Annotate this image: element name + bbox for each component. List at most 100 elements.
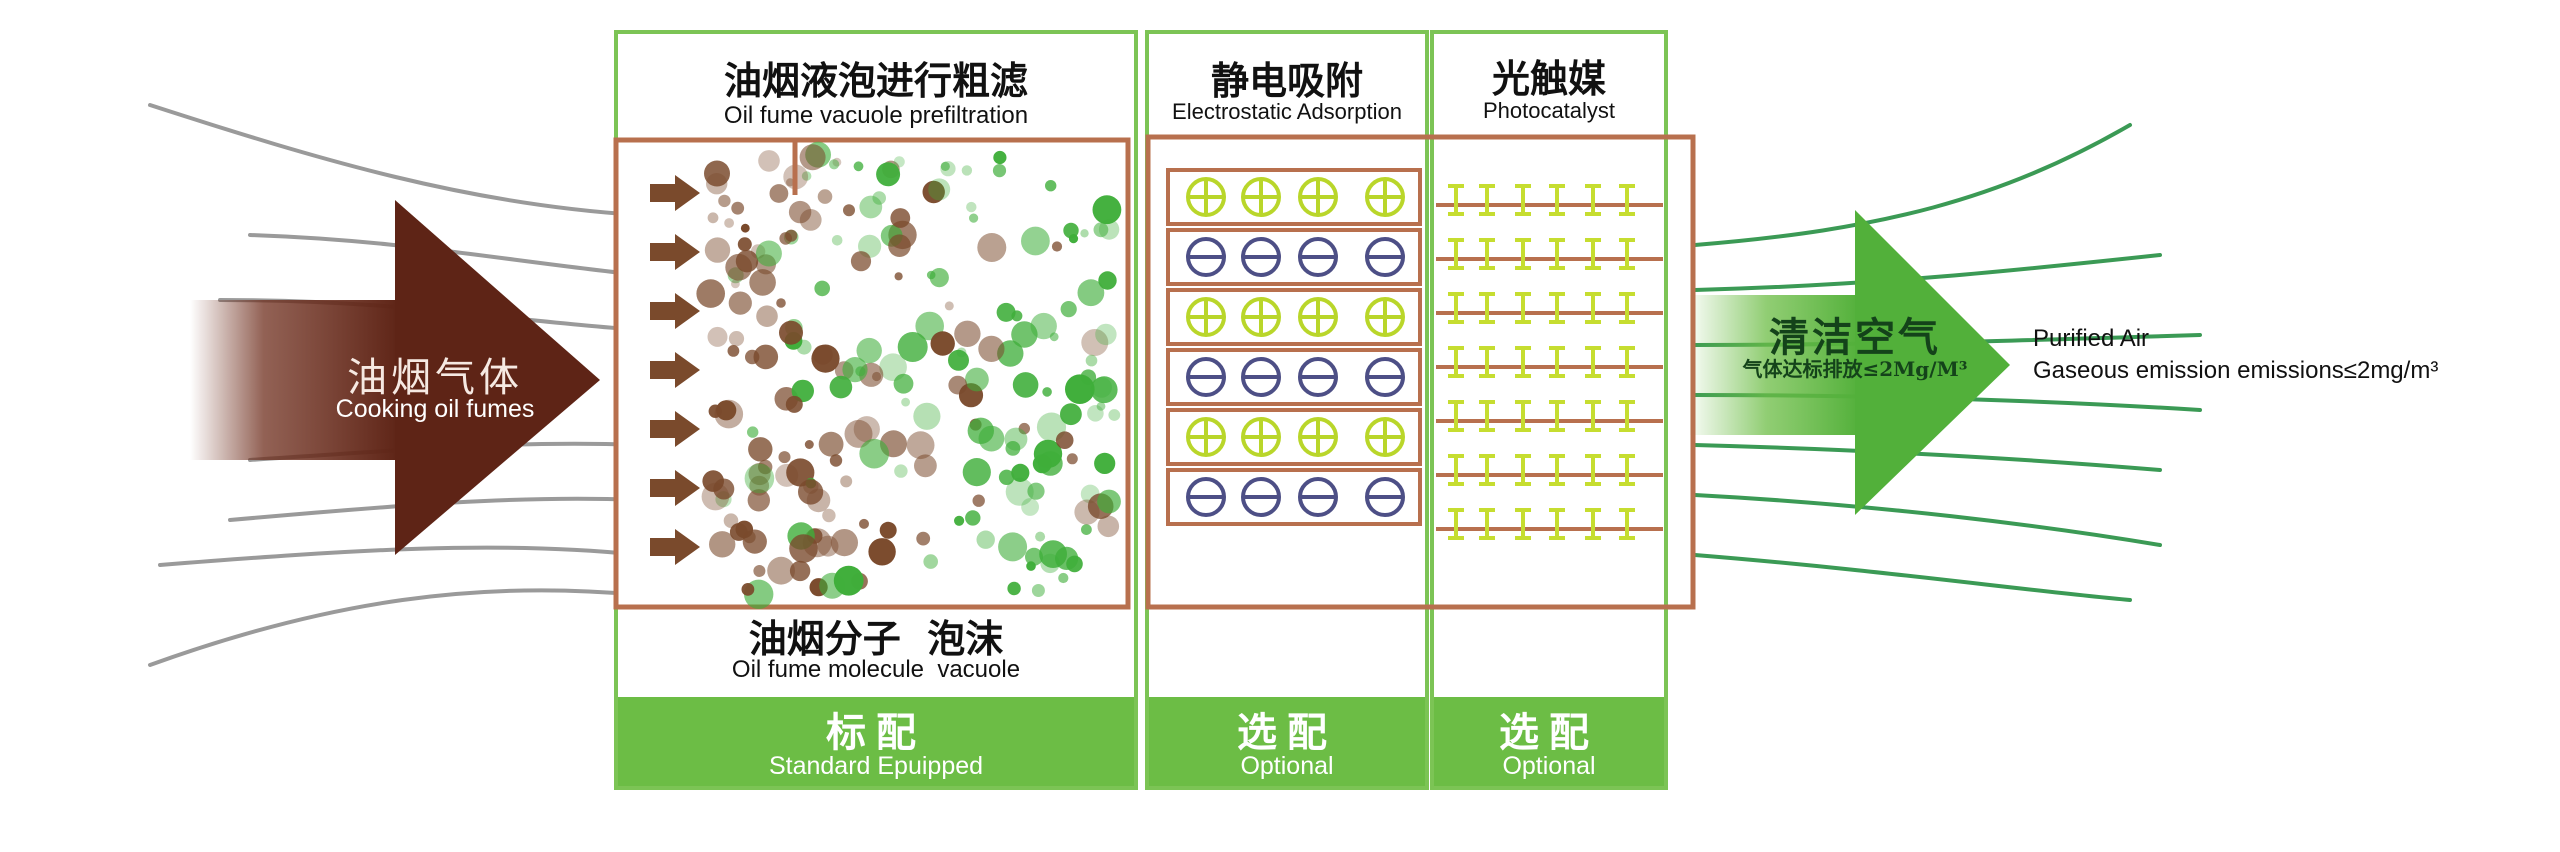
positive-charge-icon (1367, 419, 1403, 455)
oil-particle (731, 280, 740, 289)
vacuole-particle (965, 510, 980, 525)
vacuole-particle (1038, 451, 1063, 476)
positive-charge-icon (1243, 299, 1279, 335)
vacuole-particle (940, 161, 955, 176)
oil-particle (914, 454, 937, 477)
catalyst-unit-icon (1619, 348, 1635, 376)
electrostatic-plates (1168, 170, 1420, 524)
vacuole-particle (962, 165, 972, 175)
oil-particle (724, 513, 739, 528)
oil-particle (907, 431, 935, 459)
catalyst-unit-icon (1515, 402, 1531, 430)
vacuole-particle (1098, 271, 1116, 289)
status-optional-electrostatic-cn: 选配 (1149, 700, 1425, 758)
oil-particle (749, 269, 776, 296)
catalyst-unit-icon (1585, 402, 1601, 430)
positive-charge-icon (1300, 179, 1336, 215)
catalyst-unit-icon (1619, 294, 1635, 322)
prefiltration-bottom-cn: 油烟分子 泡沫 (616, 608, 1136, 663)
oil-particle (822, 509, 835, 522)
prefiltration-title-cn: 油烟液泡进行粗滤 (616, 50, 1136, 105)
oil-particle (776, 298, 786, 308)
oil-particle (854, 416, 880, 442)
vacuole-particle (1061, 301, 1077, 317)
vacuole-particle (999, 470, 1014, 485)
electrostatic-title-en: Electrostatic Adsorption (1147, 99, 1427, 125)
oil-particle (696, 279, 725, 308)
vacuole-particle (1032, 584, 1045, 597)
oil-particle (831, 529, 858, 556)
oil-particle (741, 224, 750, 233)
vacuole-particle (1081, 524, 1092, 535)
positive-charge-icon (1367, 179, 1403, 215)
oil-particle (1056, 431, 1074, 449)
photocatalyst-title-en: Photocatalyst (1432, 98, 1666, 124)
catalyst-unit-icon (1549, 186, 1565, 214)
positive-charge-icon (1300, 299, 1336, 335)
vacuole-particle (859, 439, 889, 469)
vacuole-particle (747, 426, 758, 437)
positive-charge-icon (1367, 299, 1403, 335)
vacuole-particle (1042, 387, 1052, 397)
vacuole-particle (1021, 227, 1050, 256)
vacuole-particle (854, 161, 864, 171)
oil-particle (977, 233, 1006, 262)
catalyst-unit-icon (1549, 402, 1565, 430)
catalyst-unit-icon (1448, 456, 1464, 484)
catalyst-unit-icon (1549, 294, 1565, 322)
oil-particle (805, 440, 814, 449)
oil-particle (716, 400, 736, 420)
vacuole-particle (957, 348, 967, 358)
vacuole-particle (1069, 234, 1078, 243)
prefiltration-bottom-en: Oil fume molecule vacuole (616, 656, 1136, 684)
catalyst-unit-icon (1549, 240, 1565, 268)
vacuole-particle (998, 532, 1027, 561)
oil-particle (745, 350, 759, 364)
oil-particle (859, 519, 869, 529)
catalyst-unit-icon (1479, 348, 1495, 376)
vacuole-particle (1045, 180, 1056, 191)
oil-particle (770, 184, 789, 203)
oil-particle (840, 475, 852, 487)
vacuole-particle (1013, 372, 1039, 398)
oil-particle (811, 345, 839, 373)
catalyst-unit-icon (1515, 186, 1531, 214)
positive-charge-icon (1188, 179, 1224, 215)
catalyst-unit-icon (1585, 294, 1601, 322)
catalyst-unit-icon (1448, 294, 1464, 322)
vacuole-particle (966, 202, 976, 212)
vacuole-particle (756, 241, 782, 267)
oil-particle (819, 432, 844, 457)
vacuole-particle (876, 162, 900, 186)
vacuole-particle (829, 159, 839, 169)
catalyst-unit-icon (1479, 456, 1495, 484)
vacuole-particle (830, 376, 853, 399)
stage-photocatalyst-frame (1432, 32, 1666, 788)
vacuole-particle (977, 531, 995, 549)
positive-charge-icon (1243, 419, 1279, 455)
vacuole-particle (832, 235, 843, 246)
oil-particle (705, 237, 730, 262)
oil-particle (708, 212, 719, 223)
prefiltration-title-en: Oil fume vacuole prefiltration (616, 102, 1136, 130)
oil-particle (916, 532, 930, 546)
electrostatic-title-cn: 静电吸附 (1147, 50, 1427, 105)
oil-particle (738, 237, 752, 251)
vacuole-particle (814, 281, 830, 297)
oil-particle (798, 479, 823, 504)
vacuole-particle (1058, 573, 1068, 583)
vacuole-particle (1035, 532, 1045, 542)
vacuole-particle (1095, 324, 1116, 345)
vacuole-particle (898, 332, 928, 362)
catalyst-unit-icon (1619, 510, 1635, 538)
oil-particle (931, 331, 955, 355)
oil-particle (724, 218, 734, 228)
catalyst-unit-icon (1448, 186, 1464, 214)
catalyst-unit-icon (1585, 186, 1601, 214)
catalyst-unit-icon (1585, 510, 1601, 538)
positive-charge-icon (1188, 299, 1224, 335)
inlet-label-en: Cooking oil fumes (305, 395, 565, 424)
vacuole-particle (859, 196, 882, 219)
oil-particle (729, 292, 752, 315)
oil-particle (786, 396, 803, 413)
